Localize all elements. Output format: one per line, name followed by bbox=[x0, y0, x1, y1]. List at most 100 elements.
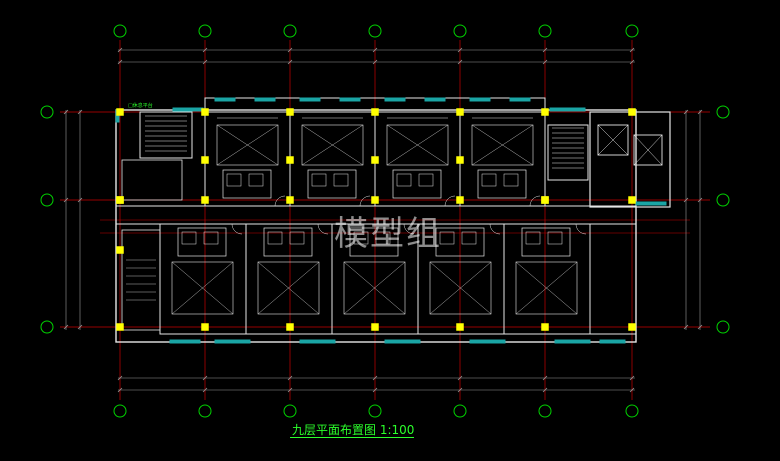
bed bbox=[429, 261, 492, 315]
dimension-tick bbox=[202, 387, 208, 393]
toilet bbox=[353, 231, 369, 245]
dimension-tick bbox=[683, 109, 689, 115]
toilet bbox=[181, 231, 197, 245]
grid-bubble bbox=[40, 193, 54, 207]
furniture-hatch bbox=[171, 261, 234, 315]
dimension-tick bbox=[542, 375, 548, 381]
dimension-tick bbox=[77, 324, 83, 330]
sink bbox=[461, 231, 477, 245]
grid-bubble bbox=[113, 24, 127, 38]
bed bbox=[301, 124, 364, 166]
window bbox=[384, 97, 406, 102]
grid-bubble bbox=[283, 404, 297, 418]
dimension-tick bbox=[372, 387, 378, 393]
bed bbox=[471, 124, 534, 166]
dimension-tick bbox=[117, 47, 123, 53]
grid-bubble bbox=[538, 24, 552, 38]
grid-bubble bbox=[625, 404, 639, 418]
structural-column bbox=[286, 108, 294, 116]
window bbox=[469, 339, 506, 344]
bathroom bbox=[263, 227, 313, 257]
guest-room-upper bbox=[374, 111, 461, 207]
bathroom bbox=[222, 169, 272, 199]
dimension-tick bbox=[457, 387, 463, 393]
title-underline bbox=[290, 437, 414, 438]
grid-bubble bbox=[625, 24, 639, 38]
dimension-tick bbox=[629, 47, 635, 53]
structural-column bbox=[116, 108, 124, 116]
dimension-tick bbox=[683, 197, 689, 203]
bed bbox=[515, 261, 578, 315]
furniture-hatch bbox=[471, 124, 534, 166]
dimension-tick bbox=[77, 197, 83, 203]
structural-column bbox=[456, 108, 464, 116]
sink bbox=[203, 231, 219, 245]
toilet bbox=[481, 173, 497, 187]
structural-column bbox=[201, 323, 209, 331]
grid-bubble bbox=[716, 193, 730, 207]
bathroom bbox=[435, 227, 485, 257]
bed bbox=[216, 124, 279, 166]
dimension-tick bbox=[287, 387, 293, 393]
guest-room-upper bbox=[289, 111, 376, 207]
grid-bubble bbox=[453, 404, 467, 418]
bed bbox=[257, 261, 320, 315]
dimension-tick bbox=[202, 375, 208, 381]
structural-column bbox=[286, 156, 294, 164]
window bbox=[254, 97, 276, 102]
sink bbox=[503, 173, 519, 187]
dimension-tick bbox=[372, 375, 378, 381]
dimension-tick bbox=[202, 59, 208, 65]
dimension-tick bbox=[629, 387, 635, 393]
bathroom bbox=[177, 227, 227, 257]
furniture-hatch bbox=[301, 124, 364, 166]
toilet bbox=[267, 231, 283, 245]
dimension-tick bbox=[63, 324, 69, 330]
dimension-tick bbox=[372, 59, 378, 65]
door-swing bbox=[403, 223, 415, 235]
structural-column bbox=[628, 108, 636, 116]
sink bbox=[418, 173, 434, 187]
guest-room-upper bbox=[204, 111, 291, 207]
window bbox=[599, 339, 626, 344]
bathroom bbox=[521, 227, 571, 257]
structural-column bbox=[541, 196, 549, 204]
window bbox=[384, 339, 421, 344]
grid-bubble bbox=[113, 404, 127, 418]
structural-column bbox=[371, 196, 379, 204]
dimension-tick bbox=[457, 375, 463, 381]
watermark-text: 模型组 bbox=[334, 214, 442, 254]
dimension-tick bbox=[287, 47, 293, 53]
window bbox=[214, 97, 236, 102]
bathroom bbox=[477, 169, 527, 199]
grid-bubble bbox=[453, 24, 467, 38]
furniture-hatch bbox=[216, 124, 279, 166]
structural-column bbox=[456, 156, 464, 164]
drawing-title: 九层平面布置图 1:100 bbox=[292, 423, 415, 437]
dimension-tick bbox=[542, 59, 548, 65]
grid-bubble bbox=[538, 404, 552, 418]
window bbox=[339, 97, 361, 102]
dimension-tick bbox=[683, 324, 689, 330]
structural-column bbox=[371, 156, 379, 164]
structural-column bbox=[201, 156, 209, 164]
toilet bbox=[226, 173, 242, 187]
service-room bbox=[121, 159, 183, 201]
door-swing bbox=[274, 195, 286, 207]
dimension-tick bbox=[457, 47, 463, 53]
dimension-tick bbox=[542, 387, 548, 393]
sink bbox=[248, 173, 264, 187]
grid-bubble bbox=[368, 404, 382, 418]
furniture-hatch bbox=[343, 261, 406, 315]
structural-column bbox=[286, 323, 294, 331]
toilet bbox=[311, 173, 327, 187]
window bbox=[424, 97, 446, 102]
sink bbox=[375, 231, 391, 245]
grid-bubble bbox=[198, 404, 212, 418]
structural-column bbox=[456, 196, 464, 204]
structural-column bbox=[456, 323, 464, 331]
elevator-cross bbox=[633, 134, 663, 166]
bathroom bbox=[392, 169, 442, 199]
guest-room-upper bbox=[459, 111, 546, 207]
structural-column bbox=[371, 108, 379, 116]
